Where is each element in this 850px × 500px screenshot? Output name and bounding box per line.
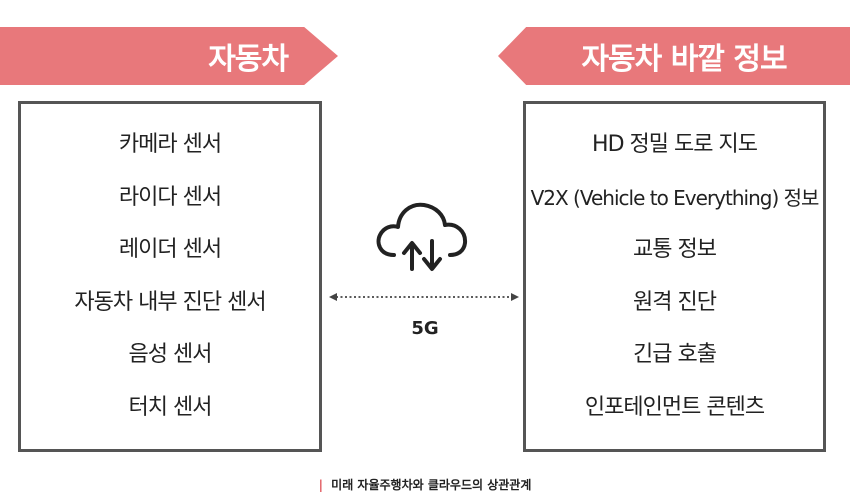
list-item: 라이다 센서 — [118, 184, 222, 210]
list-item: HD 정밀 도로 지도 — [592, 132, 758, 157]
list-item: 원격 진단 — [633, 289, 717, 315]
right-banner-title: 자동차 바깥 정보 — [581, 42, 787, 77]
list-item: 긴급 호출 — [633, 342, 717, 367]
car-sensors-box: 카메라 센서 라이다 센서 레이더 센서 자동차 내부 진단 센서 음성 센서 … — [18, 101, 322, 452]
list-item: 카메라 센서 — [118, 132, 222, 157]
list-item: 자동차 내부 진단 센서 — [74, 289, 266, 315]
list-item: 교통 정보 — [633, 237, 717, 262]
external-info-box: HD 정밀 도로 지도 V2X (Vehicle to Everything) … — [523, 101, 826, 452]
cloud-upload-download-icon — [376, 202, 468, 271]
left-banner: 자동차 — [0, 27, 338, 85]
double-arrow-line — [329, 293, 519, 301]
list-item: 인포테인먼트 콘텐츠 — [584, 394, 765, 420]
caption-text: 미래 자율주행차와 클라우드의 상관관계 — [331, 478, 532, 492]
list-item: 터치 센서 — [128, 394, 213, 420]
list-item: 음성 센서 — [128, 342, 213, 367]
caption-marker: | — [318, 478, 323, 492]
list-item: 레이더 센서 — [118, 237, 222, 262]
external-info-list: HD 정밀 도로 지도 V2X (Vehicle to Everything) … — [530, 119, 820, 434]
list-item: V2X (Vehicle to Everything) 정보 — [530, 185, 820, 210]
car-sensors-list: 카메라 센서 라이다 센서 레이더 센서 자동차 내부 진단 센서 음성 센서 … — [74, 119, 266, 434]
left-banner-title: 자동차 — [208, 42, 289, 77]
right-banner: 자동차 바깥 정보 — [498, 27, 850, 85]
figure-caption: | 미래 자율주행차와 클라우드의 상관관계 — [0, 476, 850, 493]
network-label: 5G — [411, 318, 439, 339]
